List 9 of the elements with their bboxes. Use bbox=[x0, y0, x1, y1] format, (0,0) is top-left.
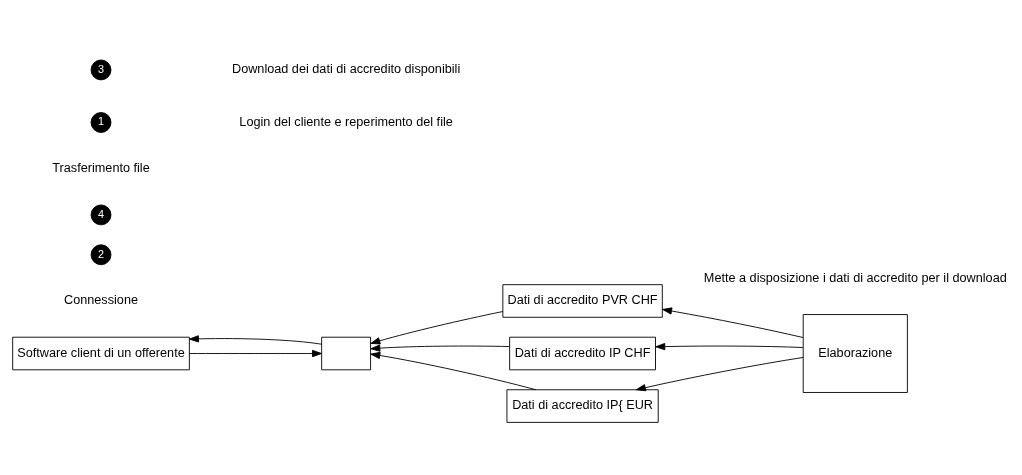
label: 1 bbox=[98, 114, 105, 127]
label: Login del cliente e reperimento del file bbox=[239, 114, 453, 129]
label: Mette a disposizione i dati di accredito per il download bbox=[703, 270, 1007, 285]
label: 4 bbox=[98, 207, 105, 220]
label: 2 bbox=[98, 247, 105, 260]
label: Download dei dati di accredito disponibili bbox=[231, 61, 461, 76]
label: Trasferimento file bbox=[52, 160, 150, 175]
label: 3 bbox=[98, 62, 105, 75]
label: Connessione bbox=[64, 292, 139, 307]
